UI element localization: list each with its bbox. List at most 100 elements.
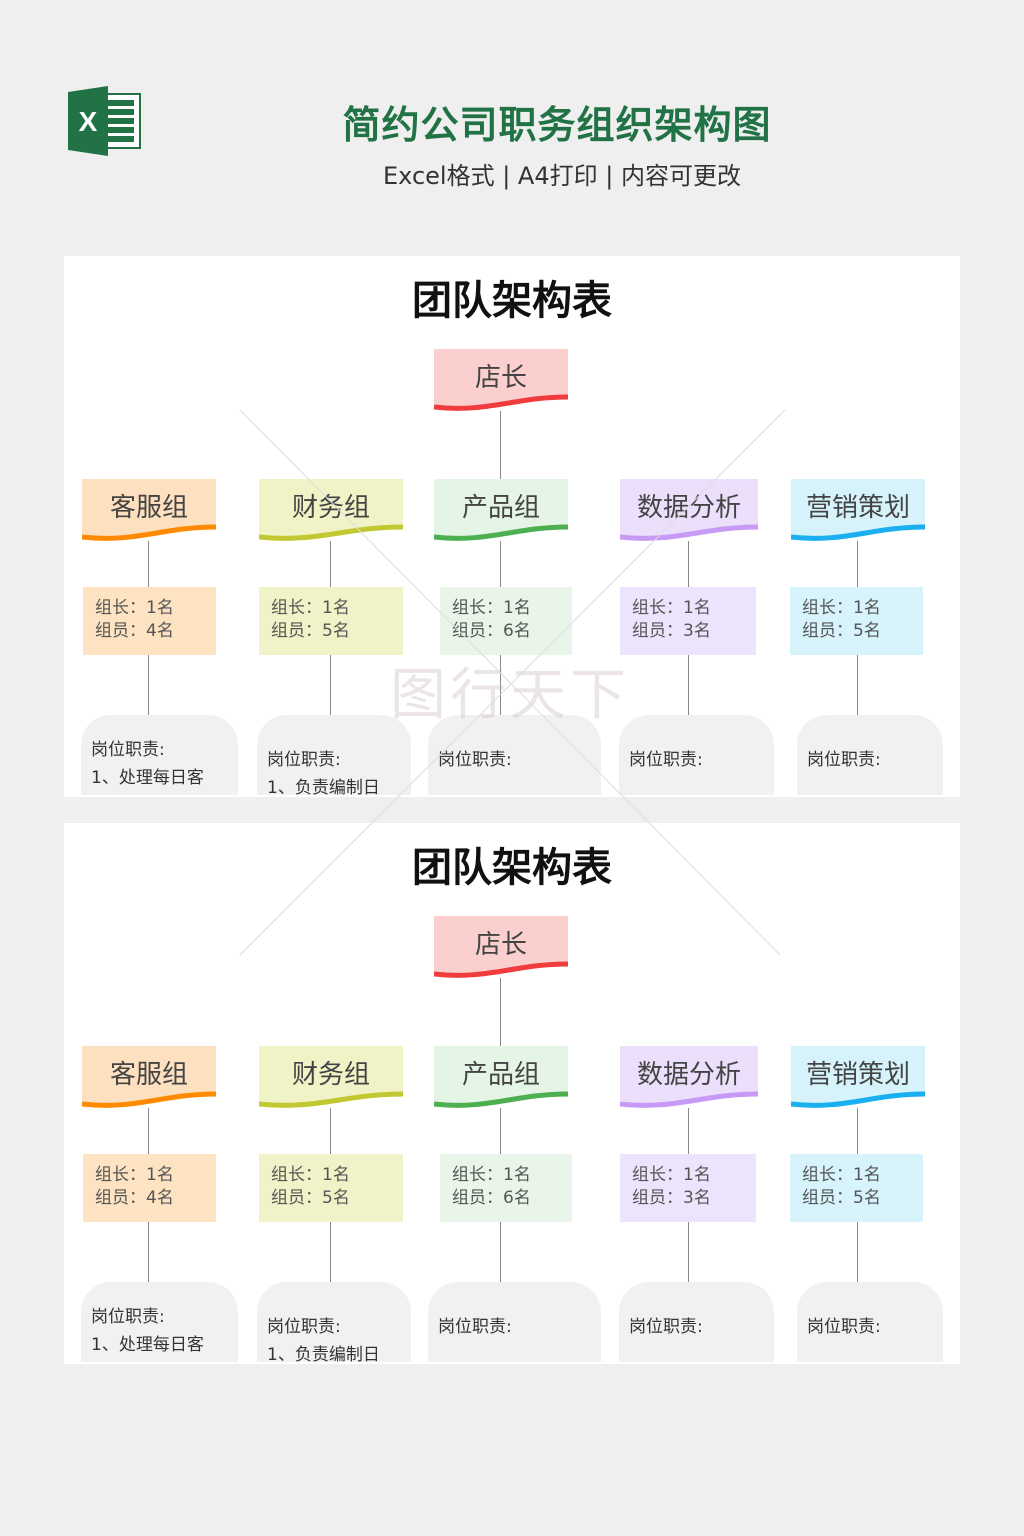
- group-node: 产品组: [434, 1046, 568, 1112]
- svg-text:X: X: [79, 106, 98, 137]
- group-node: 财务组: [259, 479, 403, 545]
- node-label: 营销策划: [805, 1060, 910, 1090]
- node-label: 数据分析: [636, 1060, 741, 1090]
- group-node: 财务组: [259, 1046, 403, 1112]
- duties-first-line: 1、负责编制日: [267, 778, 380, 797]
- connector-line: [500, 1108, 501, 1154]
- excel-logo-icon: X: [68, 86, 142, 156]
- member-count: 组员：4名: [95, 621, 174, 641]
- group-info-box: 组长：1名组员：4名: [83, 587, 216, 655]
- node-label: 财务组: [291, 493, 370, 523]
- duties-label: 岗位职责:: [629, 750, 703, 770]
- duties-first-line: 1、处理每日客: [91, 1335, 204, 1355]
- duties-label: 岗位职责:: [438, 1317, 512, 1337]
- group-info-box: 组长：1名组员：5名: [790, 1154, 923, 1222]
- duties-label: 岗位职责:: [807, 1317, 881, 1337]
- group-info-box: 组长：1名组员：5名: [790, 587, 923, 655]
- duties-label: 岗位职责:: [438, 750, 512, 770]
- group-info-box: 组长：1名组员：3名: [620, 1154, 756, 1222]
- connector-line: [500, 1222, 501, 1282]
- leader-count: 组长：1名: [452, 598, 531, 618]
- node-label: 营销策划: [805, 493, 910, 523]
- leader-count: 组长：1名: [271, 598, 350, 618]
- org-chart-panel: 团队架构表店长客服组组长：1名组员：4名岗位职责: 1、处理每日客 财务组组长：1名…: [64, 823, 960, 1364]
- leader-count: 组长：1名: [95, 1165, 174, 1185]
- member-count: 组员：5名: [802, 621, 881, 641]
- duties-label: 岗位职责:: [91, 1307, 165, 1327]
- member-count: 组员：6名: [452, 1188, 531, 1208]
- leader-count: 组长：1名: [95, 598, 174, 618]
- member-count: 组员：5名: [271, 1188, 350, 1208]
- node-label: 客服组: [109, 1060, 188, 1090]
- group-node: 数据分析: [620, 1046, 758, 1112]
- leader-count: 组长：1名: [452, 1165, 531, 1185]
- duties-box: 岗位职责:: [797, 1282, 943, 1362]
- group-info-box: 组长：1名组员：3名: [620, 587, 756, 655]
- connector-line: [148, 655, 149, 715]
- leader-count: 组长：1名: [802, 598, 881, 618]
- group-node: 数据分析: [620, 479, 758, 545]
- node-label: 店长: [474, 930, 527, 960]
- connector-line: [148, 541, 149, 587]
- group-node: 营销策划: [791, 479, 925, 545]
- root-node-store-manager: 店长: [434, 916, 568, 982]
- chart-title: 团队架构表: [412, 278, 612, 324]
- connector-line: [857, 1222, 858, 1282]
- connector-line: [688, 1108, 689, 1154]
- leader-count: 组长：1名: [632, 598, 711, 618]
- duties-first-line: 1、处理每日客: [91, 768, 204, 788]
- group-info-box: 组长：1名组员：5名: [259, 1154, 403, 1222]
- duties-box: 岗位职责: 1、处理每日客: [81, 715, 238, 795]
- group-node: 客服组: [82, 1046, 216, 1112]
- leader-count: 组长：1名: [632, 1165, 711, 1185]
- node-label: 客服组: [109, 493, 188, 523]
- member-count: 组员：3名: [632, 621, 711, 641]
- duties-label: 岗位职责:: [267, 750, 341, 770]
- connector-line: [688, 541, 689, 587]
- member-count: 组员：3名: [632, 1188, 711, 1208]
- leader-count: 组长：1名: [802, 1165, 881, 1185]
- group-node: 客服组: [82, 479, 216, 545]
- connector-line: [330, 1108, 331, 1154]
- member-count: 组员：6名: [452, 621, 531, 641]
- connector-line: [857, 655, 858, 715]
- connector-line: [688, 655, 689, 715]
- group-info-box: 组长：1名组员：6名: [440, 1154, 572, 1222]
- duties-box: 岗位职责:: [619, 715, 774, 795]
- page-title: 简约公司职务组织架构图: [342, 103, 772, 147]
- group-info-box: 组长：1名组员：4名: [83, 1154, 216, 1222]
- watermark: 图行天下: [390, 663, 630, 728]
- chart-title: 团队架构表: [412, 845, 612, 891]
- duties-label: 岗位职责:: [807, 750, 881, 770]
- node-label: 店长: [474, 363, 527, 393]
- connector-line: [330, 1222, 331, 1282]
- duties-box: 岗位职责:1、负责编制日: [257, 1282, 411, 1364]
- member-count: 组员：4名: [95, 1188, 174, 1208]
- connector-line: [500, 411, 501, 479]
- group-info-box: 组长：1名组员：5名: [259, 587, 403, 655]
- connector-line: [148, 1108, 149, 1154]
- node-label: 数据分析: [636, 493, 741, 523]
- page-subtitle: Excel格式 | A4打印 | 内容可更改: [383, 162, 741, 190]
- group-node: 产品组: [434, 479, 568, 545]
- connector-line: [148, 1222, 149, 1282]
- member-count: 组员：5名: [802, 1188, 881, 1208]
- duties-label: 岗位职责:: [629, 1317, 703, 1337]
- connector-line: [330, 655, 331, 715]
- duties-box: 岗位职责:: [619, 1282, 774, 1362]
- connector-line: [857, 1108, 858, 1154]
- duties-box: 岗位职责:: [428, 1282, 601, 1362]
- duties-label: 岗位职责:: [91, 740, 165, 760]
- duties-label: 岗位职责:: [267, 1317, 341, 1337]
- duties-box: 岗位职责: 1、处理每日客: [81, 1282, 238, 1362]
- node-label: 财务组: [291, 1060, 370, 1090]
- connector-line: [330, 541, 331, 587]
- group-node: 营销策划: [791, 1046, 925, 1112]
- connector-line: [688, 1222, 689, 1282]
- connector-line: [857, 541, 858, 587]
- node-label: 产品组: [461, 493, 540, 523]
- member-count: 组员：5名: [271, 621, 350, 641]
- root-node-store-manager: 店长: [434, 349, 568, 415]
- group-info-box: 组长：1名组员：6名: [440, 587, 572, 655]
- duties-box: 岗位职责:: [797, 715, 943, 795]
